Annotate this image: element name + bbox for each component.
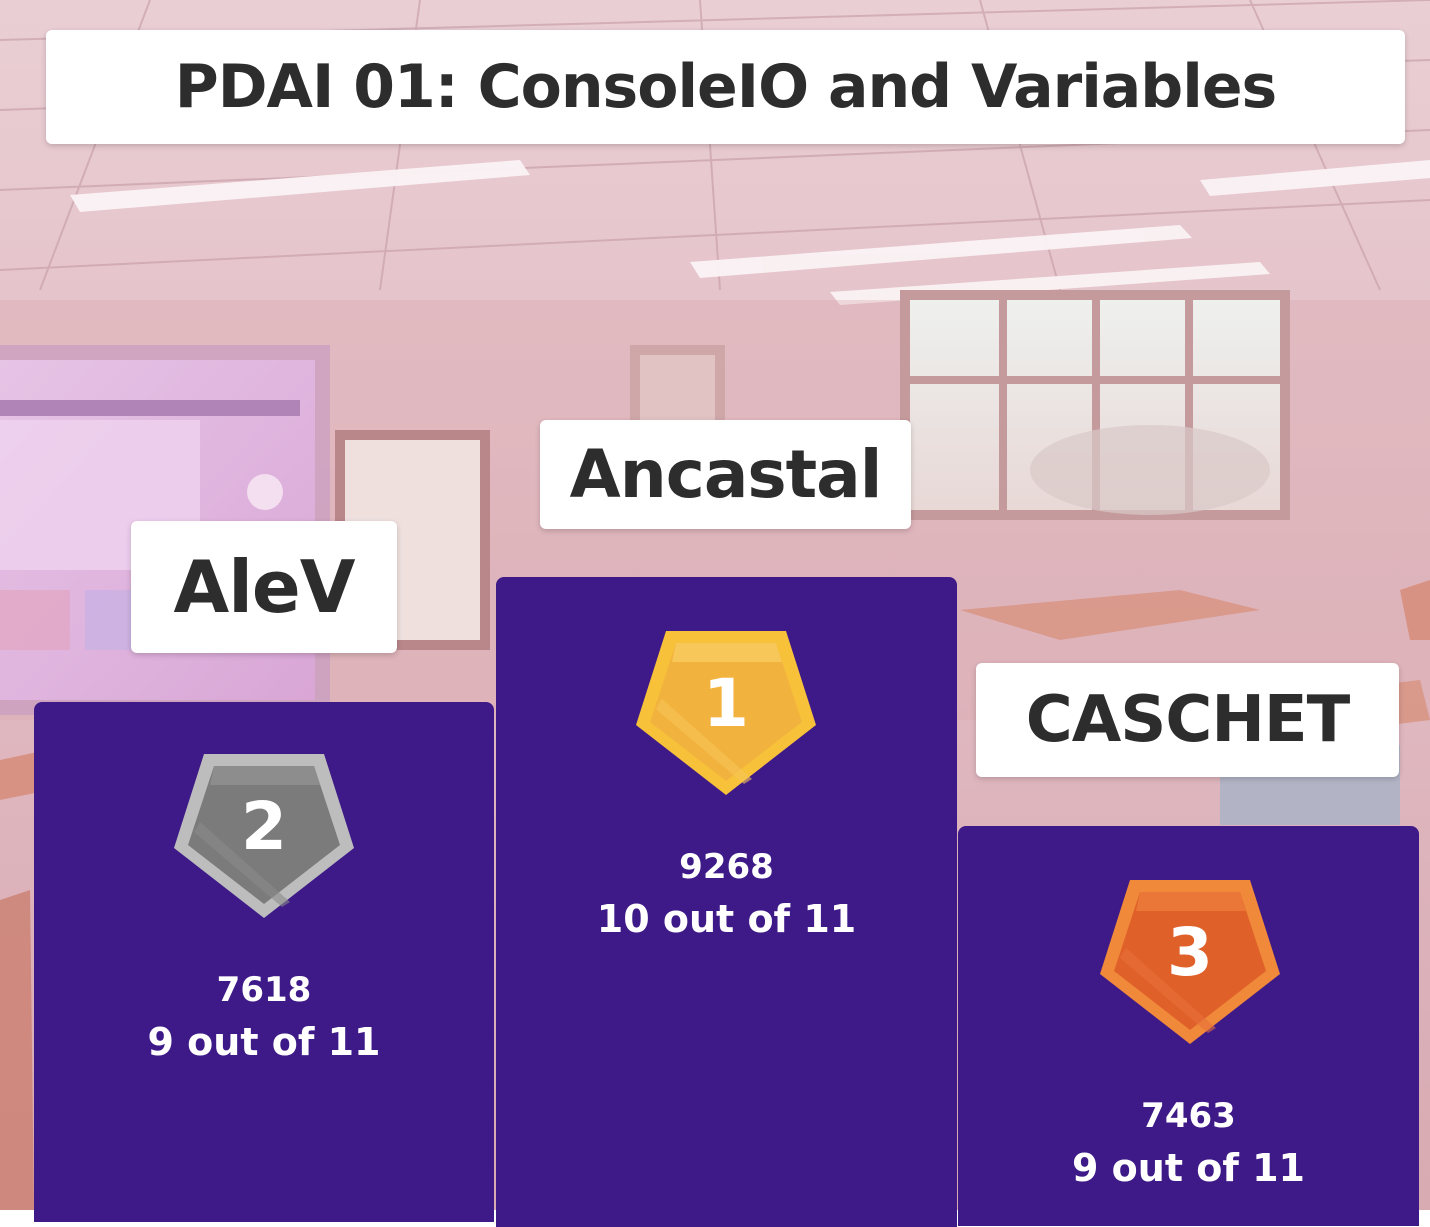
third-place-rank: 3	[1167, 914, 1213, 991]
third-place-score: 7463	[1141, 1096, 1236, 1136]
second-place-name: AleV	[173, 545, 356, 629]
gold-pentagon-icon: 1	[632, 629, 820, 799]
second-place-rank: 2	[241, 788, 287, 865]
first-place-name-box: Ancastal	[540, 420, 911, 529]
first-place-name: Ancastal	[569, 436, 883, 513]
quiz-title: PDAI 01: ConsoleIO and Variables	[174, 52, 1277, 122]
second-place-podium: 2 7618 9 out of 11	[34, 702, 494, 1222]
first-place-podium: 1 9268 10 out of 11	[496, 577, 957, 1227]
second-place-name-box: AleV	[131, 521, 397, 653]
first-place-score: 9268	[679, 847, 774, 887]
silver-pentagon-icon: 2	[170, 752, 358, 922]
second-place-score: 7618	[216, 970, 312, 1010]
first-place-correct: 10 out of 11	[596, 897, 857, 941]
second-place-correct: 9 out of 11	[147, 1020, 381, 1064]
third-place-name: CASCHET	[1025, 683, 1350, 757]
third-place-podium: 3 7463 9 out of 11	[958, 826, 1419, 1226]
third-place-name-box: CASCHET	[976, 663, 1399, 777]
first-place-rank: 1	[703, 665, 749, 742]
bronze-pentagon-icon: 3	[1096, 878, 1284, 1048]
third-place-correct: 9 out of 11	[1072, 1146, 1305, 1190]
quiz-title-box: PDAI 01: ConsoleIO and Variables	[46, 30, 1405, 144]
